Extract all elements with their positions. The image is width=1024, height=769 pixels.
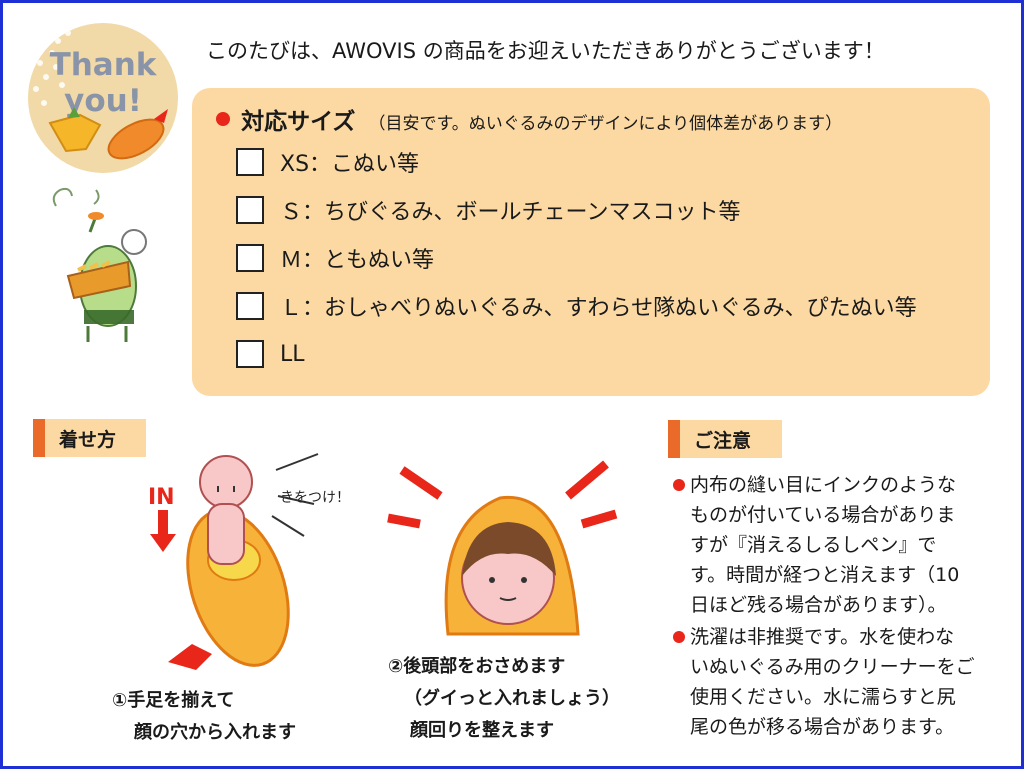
- how-to-title: 着せ方: [59, 428, 117, 451]
- bullet-dot-icon: [673, 631, 685, 643]
- step1-caption: ①手足を揃えて 顔の穴から入れます: [112, 685, 296, 749]
- step2-line3: 顔回りを整えます: [410, 720, 554, 741]
- how-to-tag: 着せ方: [33, 419, 146, 457]
- size-note: （目安です。ぬいぐるみのデザインにより個体差があります）: [368, 114, 843, 134]
- in-label: IN: [148, 485, 175, 510]
- caution-line: いぬいぐるみ用のクリーナーをご: [690, 656, 975, 678]
- badge-line1: Thank: [49, 47, 157, 83]
- step2-illustration: [387, 460, 618, 636]
- size-title: 対応サイズ: [241, 109, 356, 135]
- headline: このたびは、AWOVIS の商品をお迎えいただきありがとうございます！: [206, 39, 885, 63]
- size-row-ll: LL: [236, 337, 305, 371]
- size-label-xs: XS：こぬい等: [280, 152, 420, 177]
- size-panel: 対応サイズ （目安です。ぬいぐるみのデザインにより個体差があります） XS：こぬ…: [192, 88, 990, 396]
- checkbox-m[interactable]: [236, 244, 264, 272]
- caution-line: 尾の色が移る場合があります。: [690, 716, 955, 738]
- caution-item: 洗濯は非推奨です。水を使わな いぬいぐるみ用のクリーナーをご 使用ください。水に…: [670, 622, 1010, 742]
- step1-illustration: IN きをつけ！: [148, 453, 350, 670]
- caution-line: 内布の縫い目にインクのような: [690, 474, 957, 496]
- size-label-s: Ｓ：ちびぐるみ、ボールチェーンマスコット等: [280, 200, 741, 225]
- checkbox-l[interactable]: [236, 292, 264, 320]
- size-title-row: 対応サイズ （目安です。ぬいぐるみのデザインにより個体差があります）: [216, 102, 842, 136]
- size-label-l: Ｌ：おしゃべりぬいぐるみ、すわらせ隊ぬいぐるみ、ぴたぬい等: [280, 296, 917, 321]
- caution-item: 内布の縫い目にインクのような ものが付いている場合がありま すが『消えるしるしペ…: [670, 470, 1010, 620]
- shrimp-fry-icon: [48, 107, 168, 160]
- caution-line: 使用ください。水に濡らすと尻: [690, 686, 956, 708]
- mascot-illustration: [52, 187, 147, 342]
- size-row-xs: XS：こぬい等: [236, 145, 419, 179]
- caution-line: すが『消えるしるしペン』で: [690, 534, 937, 556]
- step2-line2: （グイっと入れましょう）: [404, 688, 620, 709]
- step1-line2: 顔の穴から入れます: [134, 722, 296, 743]
- step2-line1: ②後頭部をおさめます: [388, 656, 566, 677]
- caution-line: 洗濯は非推奨です。水を使わな: [690, 626, 955, 648]
- dot-pattern: [33, 30, 71, 106]
- caution-line: 日ほど残る場合があります）。: [690, 594, 947, 616]
- tag-accent-bar: [668, 420, 680, 458]
- step2-caption: ②後頭部をおさめます （グイっと入れましょう） 顔回りを整えます: [388, 651, 620, 747]
- checkbox-xs[interactable]: [236, 148, 264, 176]
- tag-accent-bar: [33, 419, 45, 457]
- checkbox-ll[interactable]: [236, 340, 264, 368]
- caution-title: ご注意: [694, 429, 752, 452]
- checkbox-s[interactable]: [236, 196, 264, 224]
- size-label-ll: LL: [280, 341, 305, 367]
- caution-tag: ご注意: [668, 420, 782, 458]
- caution-line: ものが付いている場合がありま: [690, 504, 956, 526]
- thank-you-badge: Thank you!: [28, 23, 178, 173]
- size-label-m: Ｍ：ともぬい等: [280, 248, 435, 273]
- caution-line: す。時間が経つと消えます（10: [690, 564, 960, 586]
- step1-line1: ①手足を揃えて: [112, 690, 235, 711]
- bullet-dot-icon: [673, 479, 685, 491]
- size-row-s: Ｓ：ちびぐるみ、ボールチェーンマスコット等: [236, 193, 740, 227]
- size-row-m: Ｍ：ともぬい等: [236, 241, 434, 275]
- careful-label: きをつけ！: [280, 490, 350, 506]
- bullet-dot-icon: [216, 112, 230, 126]
- caution-list: 内布の縫い目にインクのような ものが付いている場合がありま すが『消えるしるしペ…: [670, 470, 1010, 742]
- size-row-l: Ｌ：おしゃべりぬいぐるみ、すわらせ隊ぬいぐるみ、ぴたぬい等: [236, 289, 917, 323]
